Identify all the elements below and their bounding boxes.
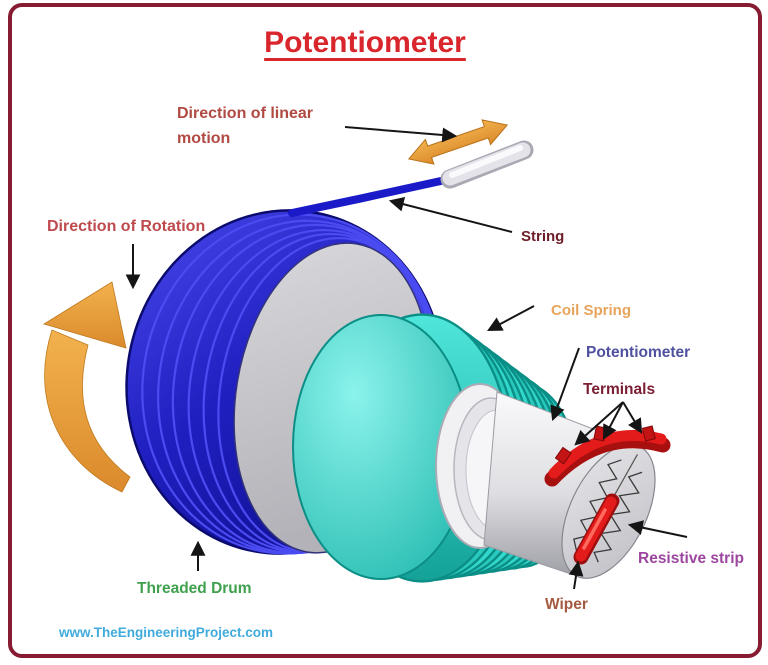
label-potentiometer: Potentiometer: [586, 344, 691, 361]
linear-motion-arrow: [344, 126, 458, 143]
string-graphic: [288, 140, 534, 217]
label-threaded-drum: Threaded Drum: [137, 580, 252, 597]
string-handle-highlight: [449, 145, 523, 178]
label-direction-of-rotation: Direction of Rotation: [47, 218, 206, 235]
label-resistive-strip: Resistive strip: [638, 550, 744, 567]
resistive-strip-arrow: [627, 520, 688, 538]
rotation-curved-arrow: [43, 281, 131, 493]
website-text: www.TheEngineeringProject.com: [59, 625, 274, 640]
string-wire: [288, 175, 454, 217]
linear-motion-double-arrow: [407, 119, 509, 165]
terminal-arrow-right: [622, 401, 643, 434]
terminal-arrow-left: [574, 401, 624, 446]
string-arrow: [388, 196, 513, 233]
wiper-arrow: [568, 560, 584, 590]
coil-spring-arrow: [487, 305, 535, 332]
terminal-arrow-middle: [602, 401, 624, 440]
page-title: Potentiometer: [264, 26, 466, 59]
label-terminals: Terminals: [583, 381, 656, 398]
wiper-bar: [573, 493, 620, 565]
label-direction-of-linear-motion: Direction of linear motion: [177, 101, 313, 151]
annotation-arrows: [125, 126, 688, 590]
potentiometer-arrow: [550, 347, 580, 422]
label-direction-of-linear-motion-line1: Direction of linear: [177, 105, 314, 122]
label-wiper: Wiper: [545, 596, 588, 613]
label-string: String: [521, 228, 565, 245]
label-coil-spring: Coil Spring: [551, 302, 631, 319]
label-direction-of-linear-motion-line2: motion: [177, 130, 231, 147]
